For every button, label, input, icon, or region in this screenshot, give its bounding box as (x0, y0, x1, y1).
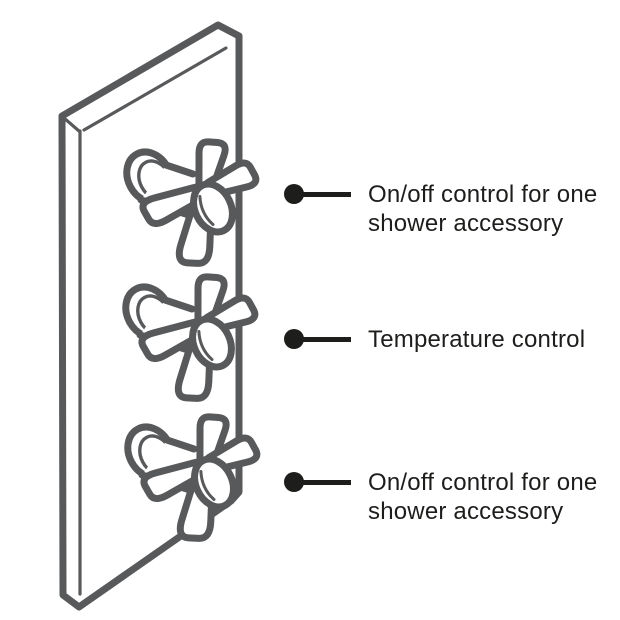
callout-label: Temperature control (368, 325, 585, 354)
callout-label: On/off control for one shower accessory (368, 180, 597, 238)
callout-leader-line (295, 192, 351, 197)
mounting-plate-edge-lines (62, 46, 228, 596)
callout-top: On/off control for one shower accessory (284, 180, 597, 238)
callout-bullet-icon (284, 184, 304, 204)
callout-bottom: On/off control for one shower accessory (284, 468, 597, 526)
callout-bullet-icon (284, 472, 304, 492)
callout-leader-line (295, 337, 351, 342)
callout-label-line: Temperature control (368, 326, 586, 353)
callout-label-line: shower accessory (368, 210, 564, 237)
callout-label-line: On/off control for one (368, 469, 598, 496)
callout-bullet-icon (284, 329, 304, 349)
callout-label-line: On/off control for one (368, 181, 598, 208)
callout-leader-line (295, 480, 351, 485)
callout-label: On/off control for one shower accessory (368, 468, 597, 526)
callout-label-line: shower accessory (368, 498, 564, 525)
callout-middle: Temperature control (284, 325, 585, 354)
